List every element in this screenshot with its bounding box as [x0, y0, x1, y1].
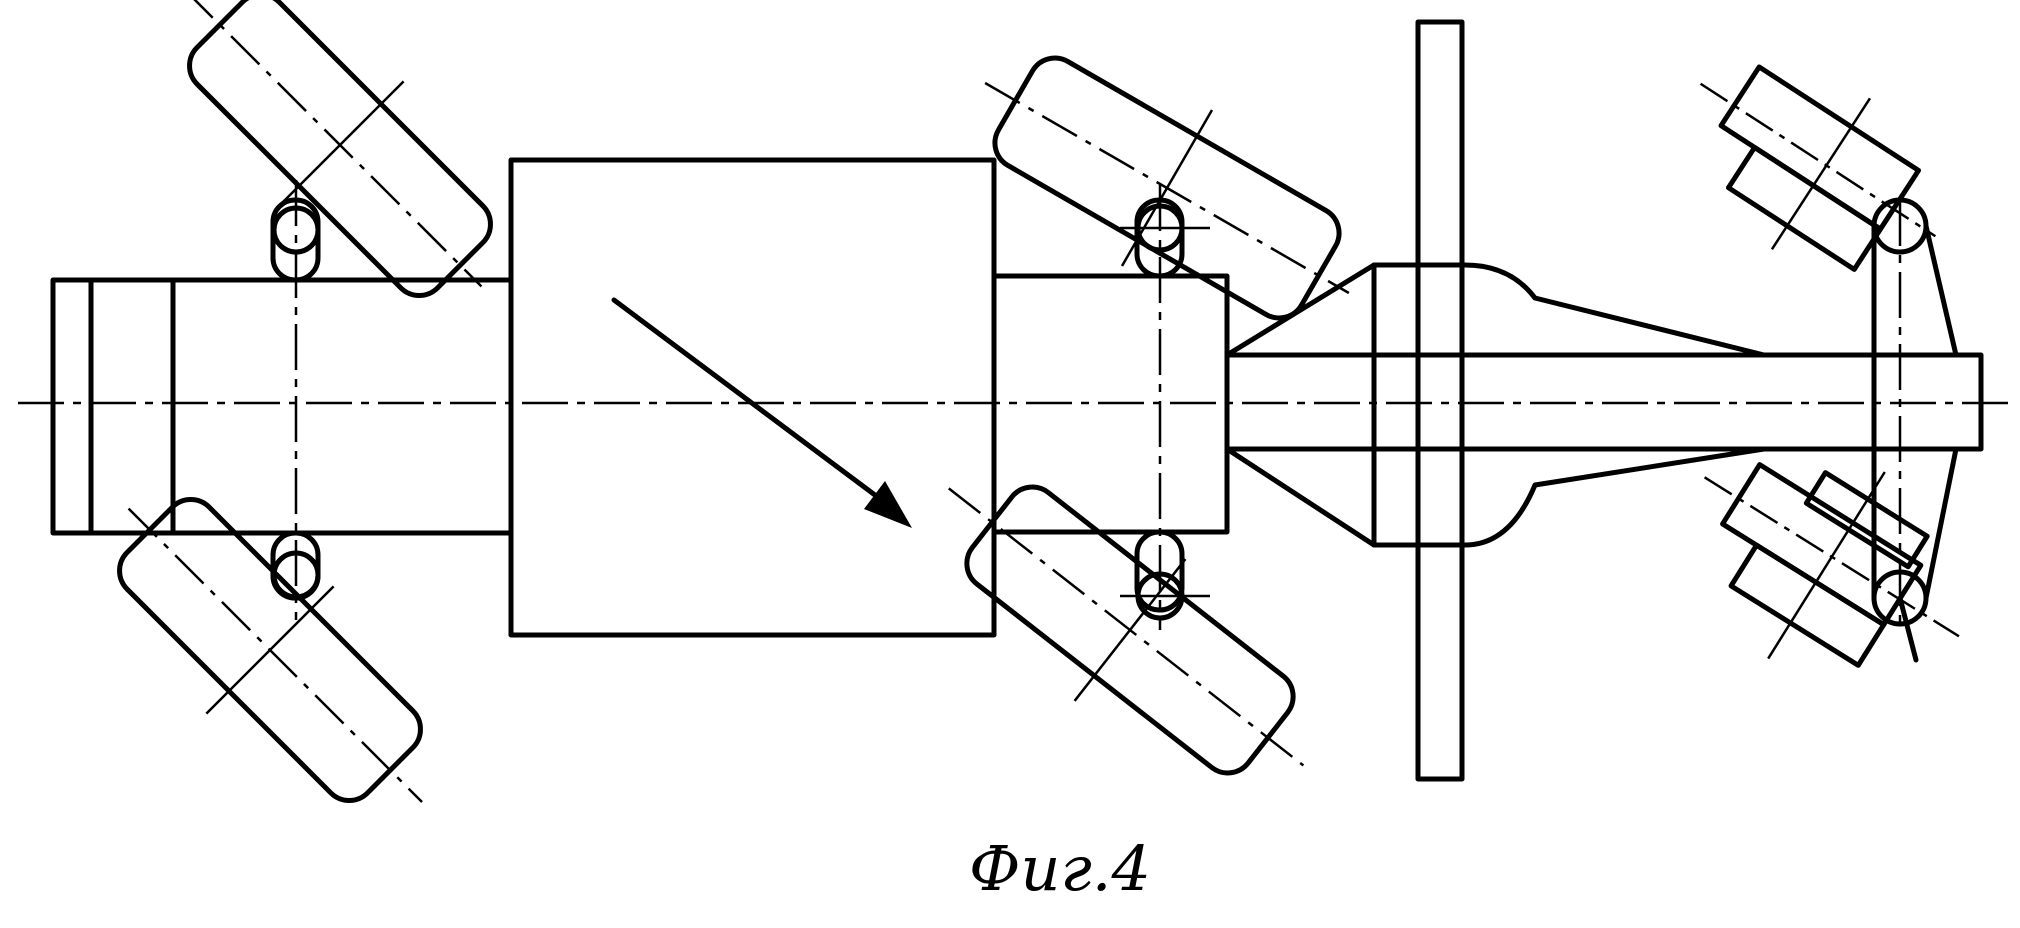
figure-caption: Фиг.4 [969, 832, 1151, 905]
stabilizer-plate [1415, 19, 1465, 782]
central-body-frame [508, 157, 997, 638]
tail-frame [1871, 223, 1959, 663]
central-body [508, 157, 997, 638]
tail-roller-upper [1699, 64, 1937, 272]
wheel-upper-left [183, 0, 493, 298]
rear-module [947, 55, 1350, 776]
shaft-hub [1224, 262, 1767, 358]
motion-direction-arrow [611, 297, 912, 528]
wheel-lower-right [947, 484, 1305, 776]
front-end-cap [50, 277, 176, 536]
front-housing [170, 277, 514, 536]
wheel-lower-left [117, 497, 423, 803]
arrow-head [864, 481, 912, 528]
front-module-left [50, 0, 514, 803]
tail-roller-lower [1703, 462, 1960, 668]
pivot-pin-rear-bottom [1120, 529, 1210, 621]
wheel-upper-right [984, 55, 1350, 321]
